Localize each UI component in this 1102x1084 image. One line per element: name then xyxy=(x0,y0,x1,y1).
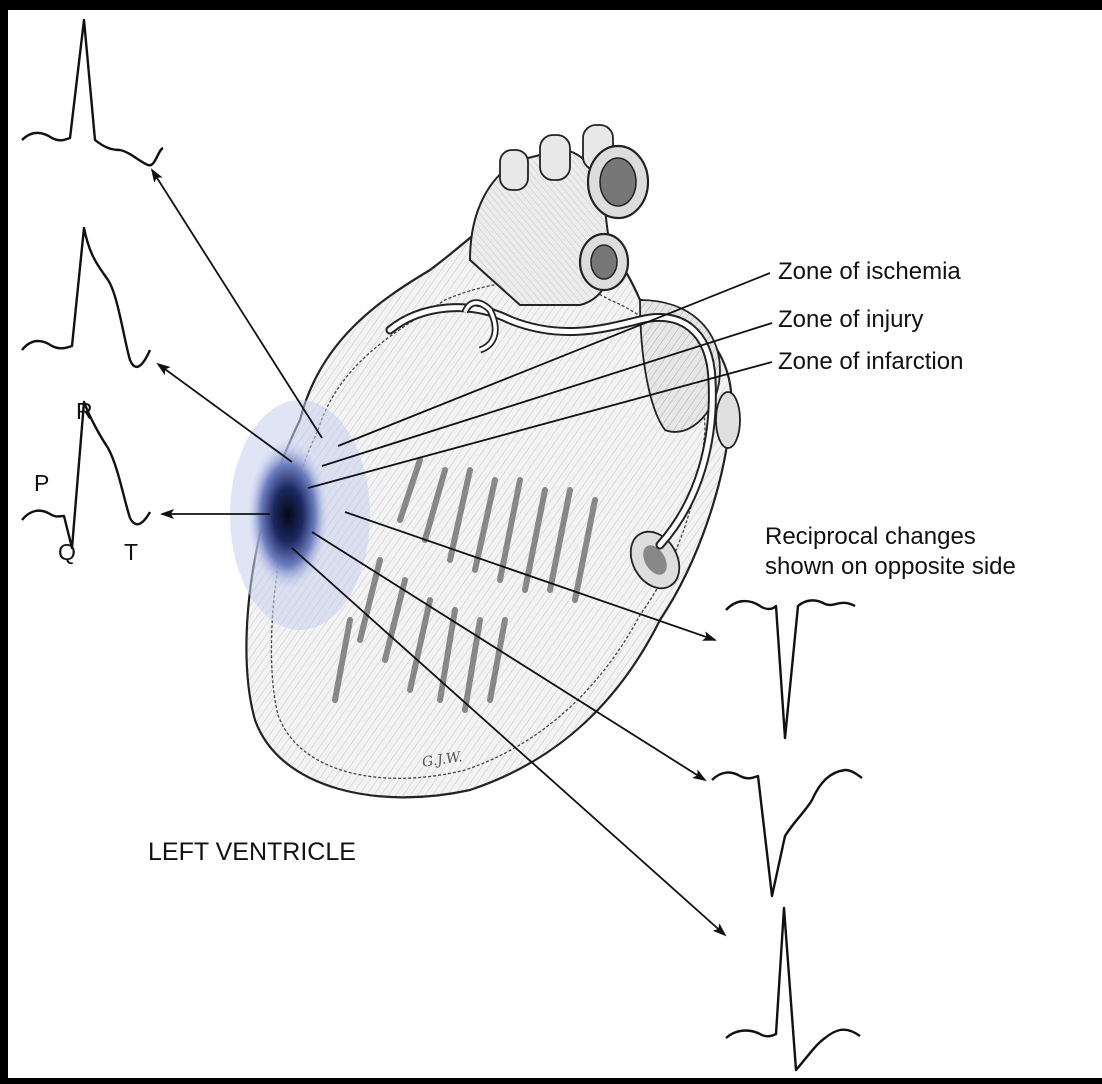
reciprocal-line-1: Reciprocal changes xyxy=(765,522,1016,552)
ecg-r-label: R xyxy=(76,400,93,423)
ecg-reciprocal-trace-3 xyxy=(726,908,860,1070)
ecg-traces-left xyxy=(22,20,163,548)
left-ventricle-label: LEFT VENTRICLE xyxy=(148,840,356,865)
ecg-ischemia-trace xyxy=(22,20,163,165)
ecg-t-label: T xyxy=(124,541,138,564)
ecg-reciprocal-trace-1 xyxy=(726,600,855,738)
ecg-traces-right xyxy=(712,600,862,1070)
ecg-injury-trace xyxy=(22,228,150,367)
ecg-reciprocal-trace-2 xyxy=(712,770,862,896)
reciprocal-line-2: shown on opposite side xyxy=(765,552,1016,582)
zone-ischemia-label: Zone of ischemia xyxy=(778,260,961,284)
zone-injury-label: Zone of injury xyxy=(778,308,923,332)
reciprocal-changes-label: Reciprocal changes shown on opposite sid… xyxy=(765,522,1016,582)
heart-illustration xyxy=(230,125,740,797)
zone-infarction-label: Zone of infarction xyxy=(778,350,963,374)
ecg-q-label: Q xyxy=(58,541,76,564)
ecg-p-label: P xyxy=(34,472,49,495)
